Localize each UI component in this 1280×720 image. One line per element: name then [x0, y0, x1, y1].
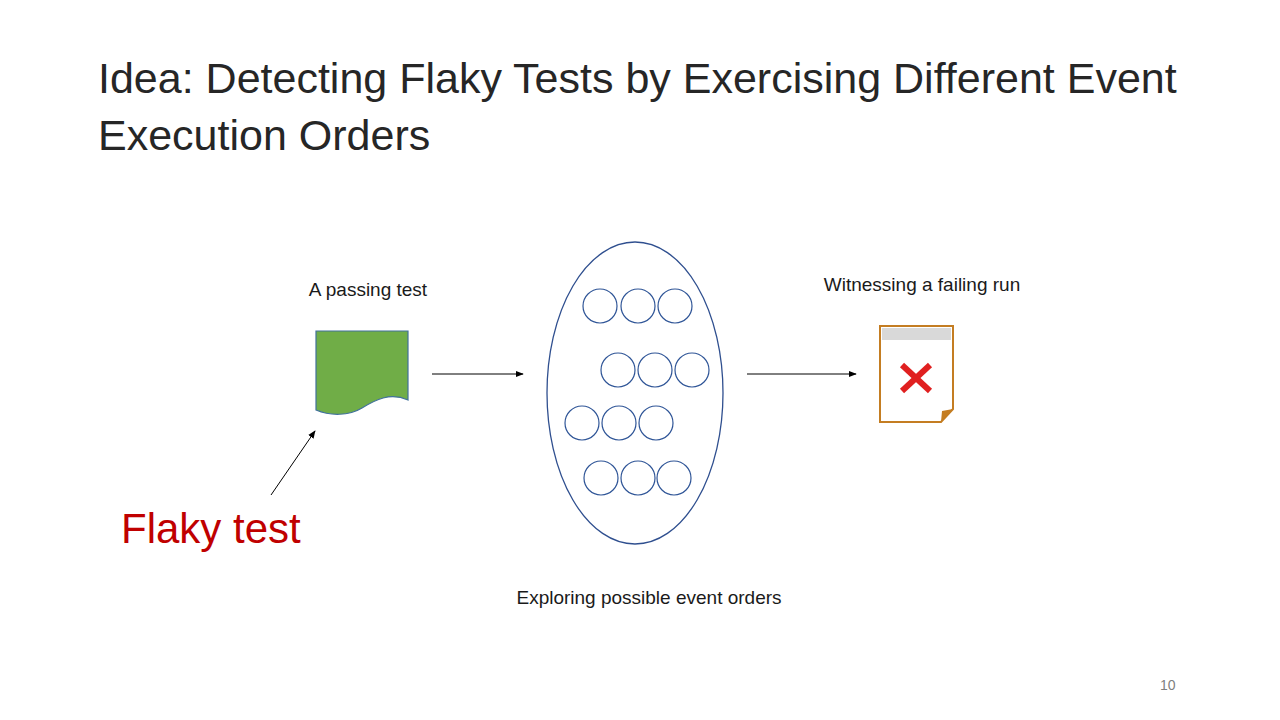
- clipboard-shape: Witnessing a failing run: [879, 325, 954, 423]
- flaky-test-label: Flaky test: [121, 505, 301, 553]
- node-label: A passing test: [158, 279, 578, 301]
- node-label: Witnessing a failing run: [712, 274, 1132, 296]
- flow-arrow: [747, 374, 856, 375]
- leader-line: [271, 431, 315, 495]
- document-shape: A passing test: [315, 330, 409, 415]
- flow-arrow: [432, 374, 523, 375]
- event-order-ellipse-outline: [546, 241, 724, 545]
- node-label: Exploring possible event orders: [439, 587, 859, 609]
- document-shape-outline: [315, 330, 409, 415]
- page-number: 10: [1160, 677, 1176, 693]
- clipboard-shape-outline: [879, 325, 954, 423]
- event-order-ellipse: Exploring possible event orders: [546, 241, 724, 545]
- slide-title: Idea: Detecting Flaky Tests by Exercisin…: [98, 50, 1208, 164]
